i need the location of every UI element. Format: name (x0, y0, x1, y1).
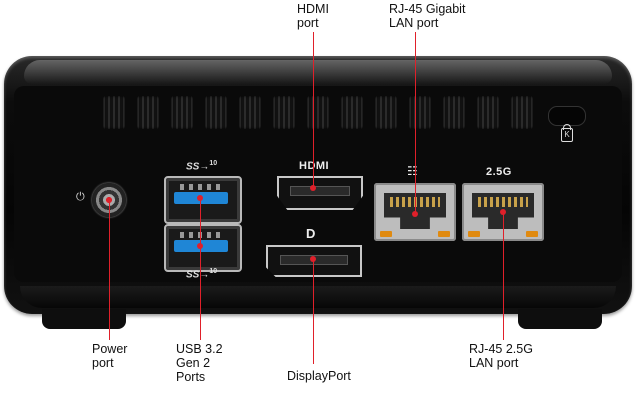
vent-grille (103, 96, 533, 130)
right-foot (518, 309, 602, 329)
leader-line-hdmi (313, 32, 314, 188)
vent-slot (375, 96, 397, 129)
usb-logo-text: SS (186, 161, 200, 173)
lock-symbol: K (564, 130, 570, 139)
lock-icon: K (561, 124, 573, 142)
vent-slot (409, 96, 431, 129)
rj45-contacts (478, 197, 528, 207)
vent-slot (205, 96, 227, 129)
hdmi-port-inner (290, 186, 350, 196)
callout-displayport: DisplayPort (287, 369, 351, 383)
leader-line-gigabit (415, 32, 416, 214)
vent-slot (307, 96, 329, 129)
leader-dot-usb-2 (197, 243, 203, 249)
hdmi-label: HDMI (299, 160, 330, 172)
lan-25g-label: 2.5G (486, 166, 512, 178)
vent-slot (137, 96, 159, 129)
usb-superspeed-icon: SS→10 (186, 160, 218, 173)
rj45-led-right (438, 231, 450, 237)
leader-dot-gigabit (412, 211, 418, 217)
rj45-led-left (380, 231, 392, 237)
kensington-lock-slot (548, 106, 586, 126)
displayport-icon: D (306, 226, 316, 241)
rj45-led-right (526, 231, 538, 237)
leader-dot-displayport (310, 256, 316, 262)
callout-hdmi-port: HDMI port (297, 2, 329, 30)
leader-line-usb (200, 198, 201, 340)
leader-line-25g (503, 212, 504, 340)
vent-slot (341, 96, 363, 129)
network-icon: ☷ (407, 164, 418, 178)
callout-usb-ports: USB 3.2 Gen 2 Ports (176, 342, 223, 384)
usb-logo-text: SS (186, 269, 200, 281)
leader-dot-usb (197, 195, 203, 201)
leader-dot-power (106, 197, 112, 203)
top-bezel-highlight (24, 60, 612, 84)
rj45-led-left (468, 231, 480, 237)
usb-port-top (164, 176, 242, 224)
usb-logo-sup: 10 (209, 268, 218, 275)
usb-port-bottom (164, 224, 242, 272)
left-foot (42, 309, 126, 329)
leader-line-displayport (313, 259, 314, 364)
usb-logo-sup: 10 (209, 160, 218, 167)
leader-dot-25g (500, 209, 506, 215)
bottom-lip (20, 286, 616, 308)
vent-slot (511, 96, 533, 129)
vent-slot (171, 96, 193, 129)
vent-slot (273, 96, 295, 129)
vent-slot (443, 96, 465, 129)
vent-slot (477, 96, 499, 129)
leader-dot-hdmi (310, 185, 316, 191)
vent-slot (103, 96, 125, 129)
vent-slot (239, 96, 261, 129)
dc-power-icon: ⏻ (76, 191, 85, 203)
usb-superspeed-icon: SS→10 (186, 268, 218, 281)
callout-rj45-gigabit: RJ-45 Gigabit LAN port (389, 2, 466, 30)
leader-line-power (109, 200, 110, 340)
usb-pins (180, 232, 224, 238)
usb-pins (180, 184, 224, 190)
callout-rj45-25g: RJ-45 2.5G LAN port (469, 342, 533, 370)
callout-power-port: Power port (92, 342, 128, 370)
